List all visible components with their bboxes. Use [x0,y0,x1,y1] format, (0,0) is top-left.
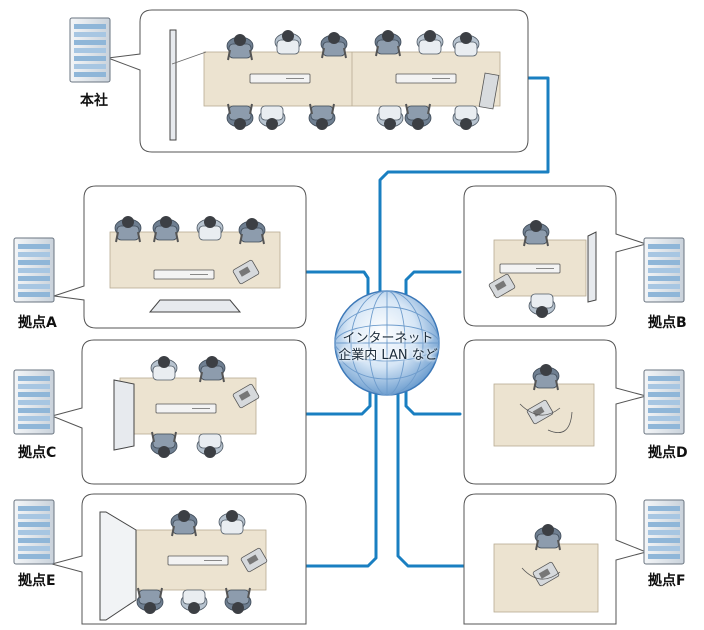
display-screen [113,379,135,451]
server-a-icon [13,237,55,303]
display-screen [99,511,137,621]
site-label-hq: 本社 [80,93,108,109]
display-screen [587,231,597,303]
link-b [404,270,462,302]
network-label-line2: 企業内 LAN など [338,348,438,363]
panel-e [50,493,307,625]
site-label-f: 拠点F [648,573,686,589]
network-label: インターネット 企業内 LAN など [318,330,458,364]
panel-d [463,339,648,485]
link-d [404,388,462,416]
panel-hq [107,9,529,153]
panel-f [463,493,648,625]
link-f [396,390,500,568]
server-b-icon [643,237,685,303]
panel-c [50,339,307,485]
network-label-line1: インターネット [342,331,434,346]
site-label-e: 拠点E [18,573,56,589]
site-label-b: 拠点B [648,315,687,331]
site-label-a: 拠点A [18,315,57,331]
link-c [256,388,372,416]
globe-icon [334,290,440,396]
display-screen [169,29,177,141]
link-e [270,390,378,568]
server-d-icon [643,369,685,435]
panel-b [463,185,648,327]
site-label-c: 拠点C [18,445,57,461]
server-c-icon [13,369,55,435]
display-screen [148,299,242,313]
site-label-d: 拠点D [648,445,688,461]
server-f-icon [643,499,685,565]
link-hq [378,76,550,294]
panel-a [53,185,307,329]
network-links [256,76,550,568]
link-a [274,270,370,302]
server-hq-icon [69,17,111,83]
server-e-icon [13,499,55,565]
